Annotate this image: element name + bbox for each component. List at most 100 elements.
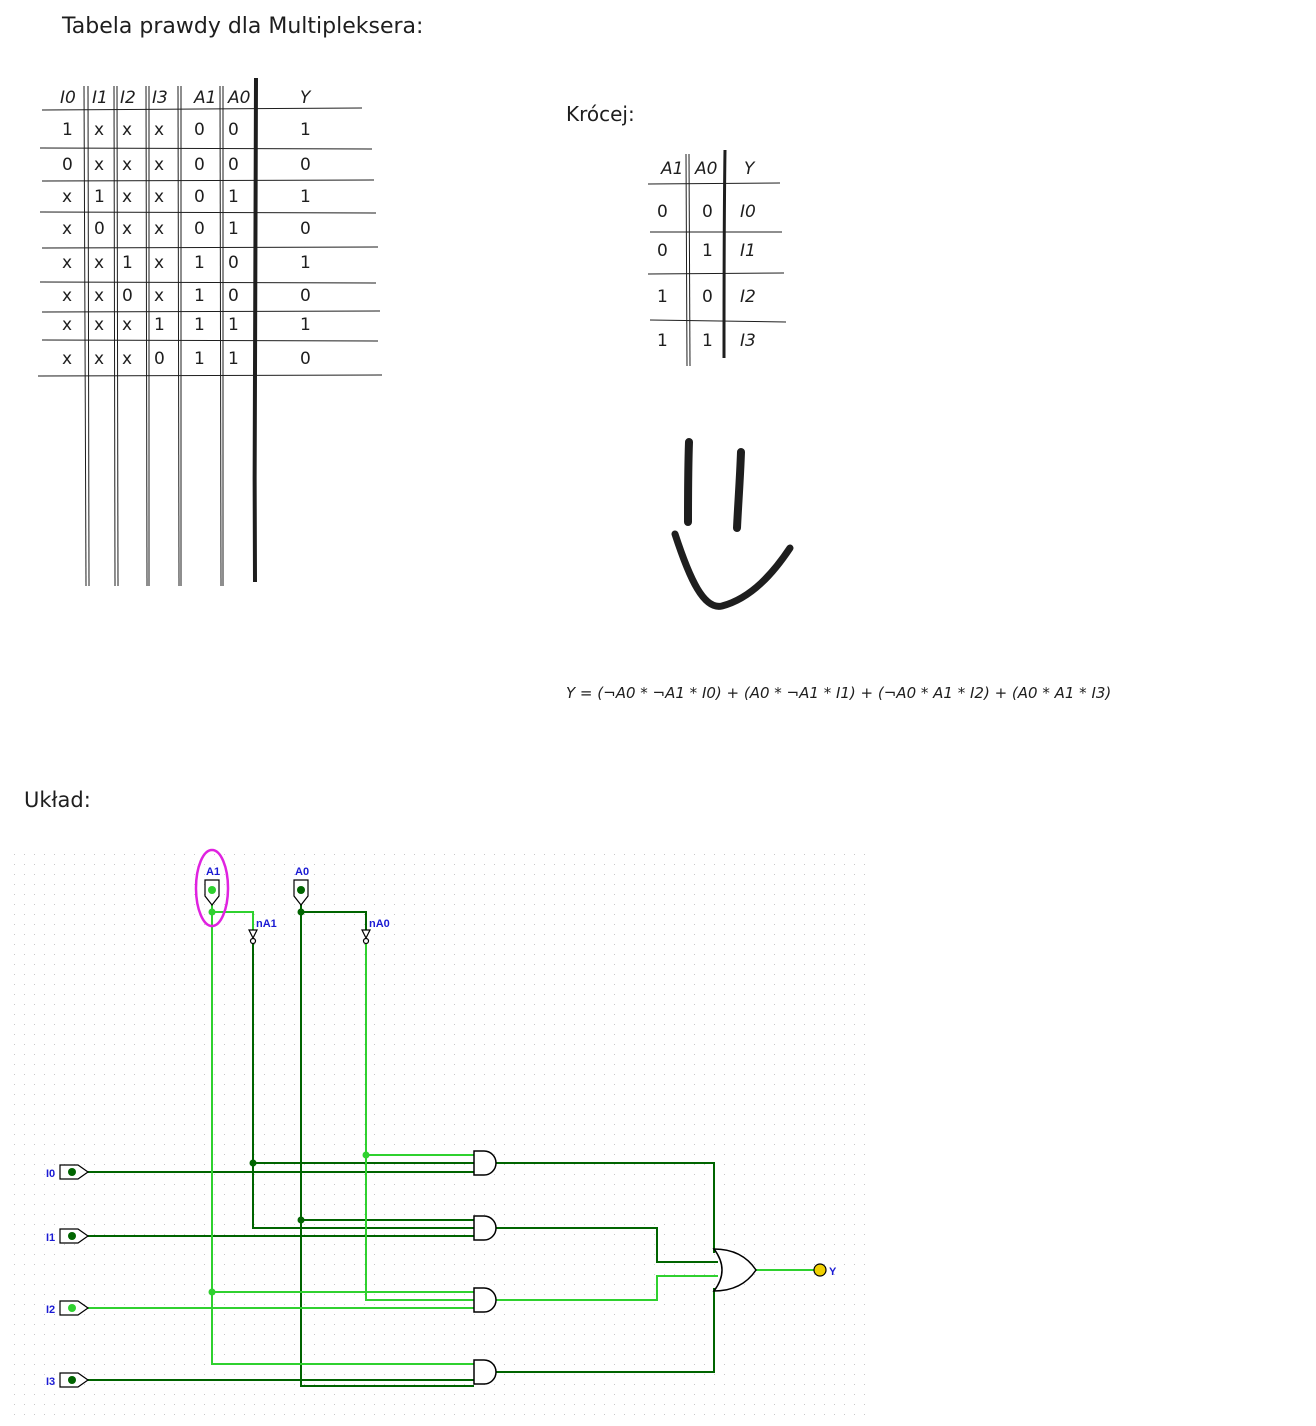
full-table-cell: 1 [62, 120, 73, 140]
full-table-cell: x [62, 253, 72, 273]
full-table-cell: x [94, 253, 104, 273]
full-table-cell: x [122, 155, 132, 175]
short-table-header-a0: A0 [694, 159, 717, 179]
full-table-cell: 1 [300, 187, 311, 207]
full-table-cell: x [154, 120, 164, 140]
full-table-cell: x [94, 349, 104, 369]
full-table-cell: x [94, 286, 104, 306]
full-table-cell: 1 [300, 120, 311, 140]
short-table-cell: I3 [740, 331, 756, 351]
full-table-header-y: Y [300, 88, 312, 108]
short-table-cell: 0 [657, 202, 668, 222]
full-table-cell: 1 [194, 286, 205, 306]
label-a0: A0 [295, 866, 309, 878]
full-table-cell: 0 [300, 219, 311, 239]
full-table-cell: x [154, 187, 164, 207]
short-table-cell: 0 [657, 241, 668, 261]
full-table-cell: 0 [228, 120, 239, 140]
label-i3: I3 [46, 1376, 55, 1388]
full-table-cell: 0 [122, 286, 133, 306]
full-table-cell: 1 [228, 315, 239, 335]
short-table-grid [647, 153, 787, 367]
full-table-cell: 0 [94, 219, 105, 239]
short-table-header-a1: A1 [660, 159, 683, 179]
full-table-cell: x [122, 120, 132, 140]
full-table-header-a0: A0 [227, 88, 250, 108]
full-table-cell: 1 [194, 315, 205, 335]
full-table-cell: x [154, 286, 164, 306]
pin-i1[interactable] [59, 1228, 90, 1244]
full-table-cell: x [62, 349, 72, 369]
full-table-cell: x [94, 120, 104, 140]
short-table-cell: 1 [702, 331, 713, 351]
full-table-cell: 0 [154, 349, 165, 369]
full-table-cell: 0 [62, 155, 73, 175]
pin-a0[interactable] [293, 879, 309, 906]
full-table-cell: 1 [154, 315, 165, 335]
and-gate-4[interactable] [473, 1359, 497, 1385]
full-table-cell: 0 [228, 286, 239, 306]
full-table-cell: x [122, 315, 132, 335]
short-table-cell: I2 [740, 287, 756, 307]
full-table-cell: x [62, 315, 72, 335]
label-i2: I2 [46, 1304, 55, 1316]
full-table-cell: x [122, 219, 132, 239]
full-table-cell: 0 [300, 155, 311, 175]
full-table-cell: x [62, 187, 72, 207]
pin-i0[interactable] [59, 1164, 90, 1180]
full-table-cell: 1 [194, 349, 205, 369]
short-table-cell: I1 [740, 241, 756, 261]
full-table-cell: 1 [94, 187, 105, 207]
full-table-cell: x [154, 155, 164, 175]
full-table-cell: 1 [228, 219, 239, 239]
full-table-grid [37, 85, 383, 587]
label-na1: nA1 [256, 918, 277, 930]
pin-i3[interactable] [59, 1372, 90, 1388]
full-table-cell: x [62, 219, 72, 239]
full-table-cell: 1 [300, 315, 311, 335]
short-table-cell: 1 [702, 241, 713, 261]
output-led-y [813, 1263, 827, 1277]
and-gate-3[interactable] [473, 1287, 497, 1313]
full-table-header-i3: I3 [152, 88, 168, 108]
inverter-na1[interactable] [248, 929, 258, 945]
junction-dots [208, 908, 370, 1296]
label-a1: A1 [206, 866, 220, 878]
full-table-cell: 0 [228, 253, 239, 273]
page-title: Tabela prawdy dla Multipleksera: [62, 14, 424, 39]
formula: Y = (¬A0 * ¬A1 * I0) + (A0 * ¬A1 * I1) +… [566, 684, 1112, 702]
short-table-cell: 1 [657, 331, 668, 351]
full-table-cell: x [94, 315, 104, 335]
full-table-cell: 1 [122, 253, 133, 273]
pin-a1[interactable] [204, 879, 220, 906]
short-table-separator [722, 149, 727, 359]
short-table-cell: 0 [702, 202, 713, 222]
inverter-na0[interactable] [361, 929, 371, 945]
full-table-header-a1: A1 [193, 88, 216, 108]
full-table-header-i2: I2 [120, 88, 136, 108]
full-table-header-i1: I1 [92, 88, 108, 108]
highlight-ring [194, 848, 230, 928]
full-table-cell: x [94, 155, 104, 175]
full-table-cell: 0 [228, 155, 239, 175]
full-table-cell: 0 [194, 120, 205, 140]
label-y: Y [829, 1266, 837, 1278]
and-gate-1[interactable] [473, 1150, 497, 1176]
label-i0: I0 [46, 1168, 55, 1180]
full-table-cell: 0 [194, 187, 205, 207]
full-table-cell: 1 [228, 349, 239, 369]
and-gate-2[interactable] [473, 1215, 497, 1241]
full-table-cell: 1 [300, 253, 311, 273]
circuit-heading: Układ: [24, 788, 91, 812]
or-gate[interactable] [712, 1248, 757, 1292]
low-wires [88, 905, 718, 1387]
pin-i2[interactable] [59, 1300, 90, 1316]
full-table-separator [252, 77, 258, 583]
full-table-cell: x [122, 187, 132, 207]
high-wires [88, 905, 814, 1365]
full-table-cell: 0 [194, 155, 205, 175]
full-table-cell: 1 [194, 253, 205, 273]
short-table-header-y: Y [744, 159, 756, 179]
